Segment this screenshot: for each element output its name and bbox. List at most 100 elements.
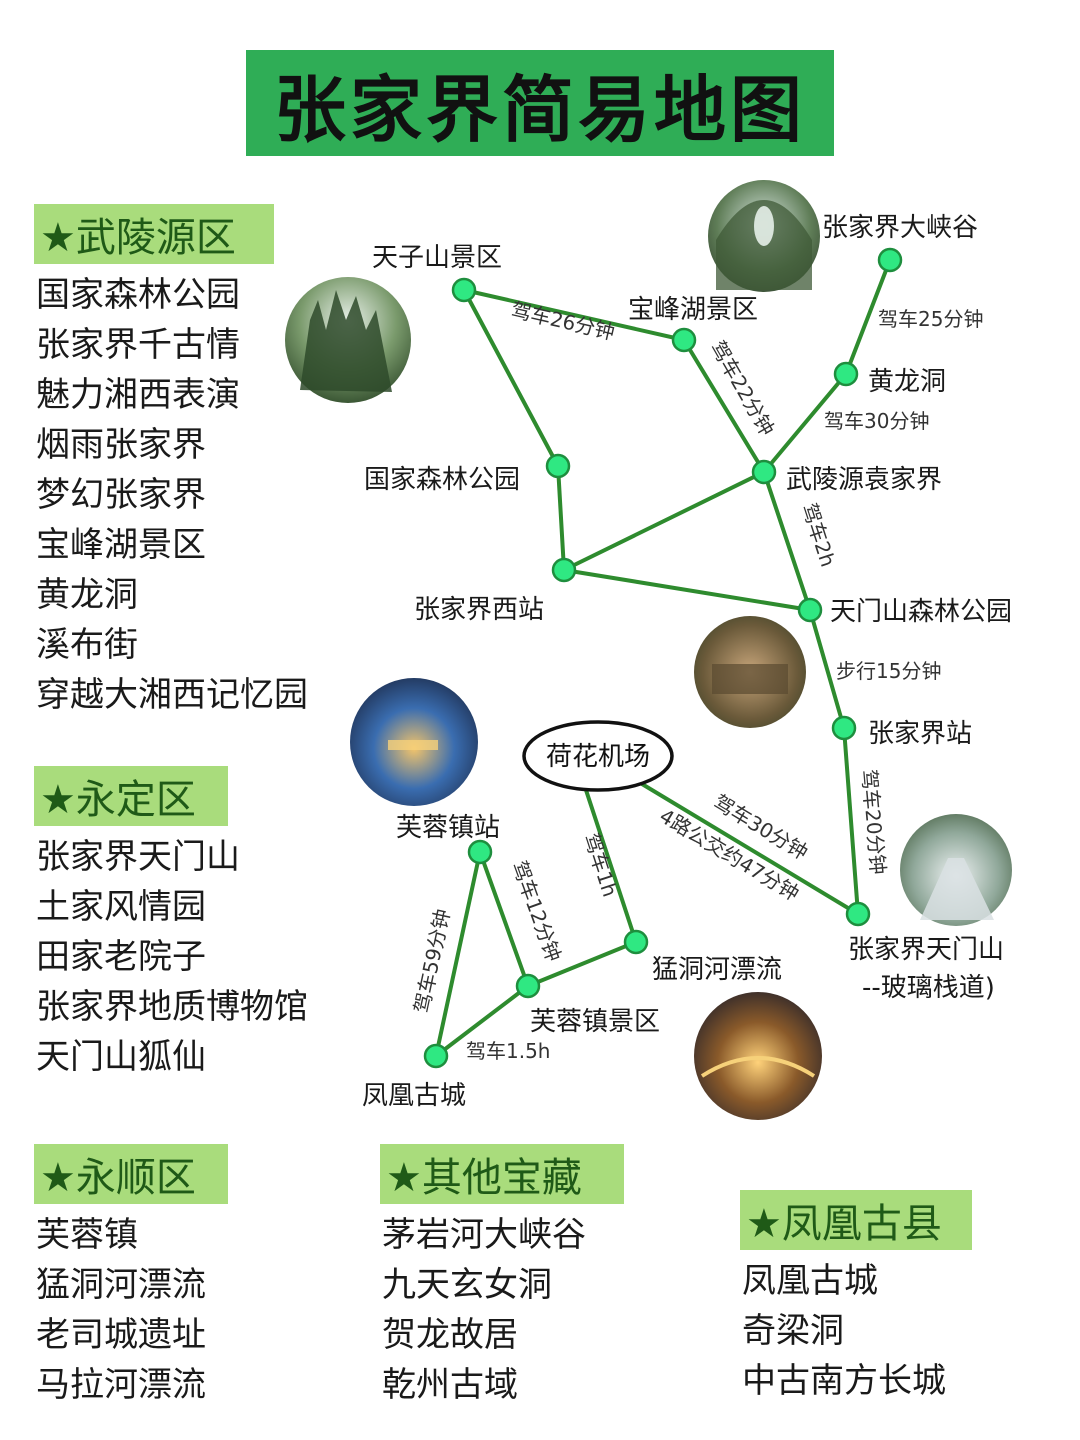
- route-line: [478, 850, 530, 988]
- node-baofenghu: [671, 327, 697, 353]
- route-label: 驾车1h: [579, 830, 622, 900]
- section-header-wulingyuan: ★武陵源区: [34, 204, 274, 264]
- page-title: 张家界简易地图: [246, 50, 834, 156]
- route-line: [808, 608, 846, 730]
- page-title-text: 张家界简易地图: [273, 67, 806, 152]
- route-label: 步行15分钟: [836, 659, 941, 683]
- route-line: [462, 288, 686, 342]
- node-daxiagu: [877, 247, 903, 273]
- node-tianmen-senlin: [797, 597, 823, 623]
- list-item: 溪布街: [36, 625, 138, 665]
- route-label: 驾车25分钟: [878, 307, 983, 331]
- route-lines: [434, 258, 892, 1058]
- list-item: 烟雨张家界: [36, 425, 206, 465]
- list-item: 张家界天门山: [36, 837, 240, 877]
- place-label: 芙蓉镇站: [396, 813, 500, 843]
- route-line: [762, 372, 848, 474]
- list-item: 张家界千古情: [36, 325, 240, 365]
- place-label: 张家界大峡谷: [822, 213, 978, 243]
- place-label: 天子山景区: [372, 243, 502, 273]
- section-title-yongding: ★永定区: [40, 777, 196, 823]
- list-item: 凤凰古城: [742, 1261, 878, 1301]
- place-label: 凤凰古城: [362, 1081, 466, 1111]
- node-fenghuang: [423, 1043, 449, 1069]
- list-item: 中古南方长城: [742, 1361, 946, 1401]
- place-label: 张家界天门山: [848, 935, 1004, 965]
- route-line: [434, 850, 482, 1058]
- section-title-other: ★其他宝藏: [386, 1155, 582, 1201]
- route-line: [640, 782, 860, 916]
- node-furong-zhan: [467, 839, 493, 865]
- list-yongding: 张家界天门山 土家风情园 田家老院子 张家界地质博物馆 天门山狐仙: [36, 832, 308, 1082]
- route-line: [762, 470, 812, 612]
- list-item: 马拉河漂流: [36, 1365, 206, 1405]
- node-huanglongdong: [833, 361, 859, 387]
- place-label: 武陵源袁家界: [786, 465, 942, 495]
- place-label: 芙蓉镇景区: [530, 1007, 660, 1037]
- list-yongshun: 芙蓉镇 猛洞河漂流 老司城遗址 马拉河漂流: [36, 1210, 206, 1410]
- list-item: 乾州古域: [382, 1365, 518, 1405]
- list-other: 茅岩河大峡谷 九天玄女洞 贺龙故居 乾州古域: [382, 1210, 586, 1410]
- route-label: 驾车26分钟: [509, 297, 617, 344]
- route-line: [562, 470, 766, 572]
- place-label: --玻璃栈道): [862, 973, 995, 1003]
- photo-night-town: [350, 678, 478, 806]
- photo-glass-walkway: [900, 814, 1012, 926]
- route-nodes: [423, 247, 903, 1069]
- airport-marker: 荷花机场: [522, 720, 674, 792]
- node-wulingyuan: [751, 459, 777, 485]
- place-label: 宝峰湖景区: [628, 295, 758, 325]
- list-item: 黄龙洞: [36, 575, 138, 615]
- route-line: [462, 288, 560, 468]
- list-item: 老司城遗址: [36, 1315, 206, 1355]
- section-header-fenghuang: ★凤凰古县: [740, 1190, 972, 1250]
- place-label: 张家界西站: [414, 595, 544, 625]
- list-item: 九天玄女洞: [382, 1265, 552, 1305]
- section-header-other: ★其他宝藏: [380, 1144, 624, 1204]
- list-item: 猛洞河漂流: [36, 1265, 206, 1305]
- section-title-fenghuang: ★凤凰古县: [746, 1201, 942, 1247]
- list-item: 梦幻张家界: [36, 475, 206, 515]
- node-mengdonghe: [623, 929, 649, 955]
- list-item: 奇梁洞: [742, 1311, 844, 1351]
- place-label: 猛洞河漂流: [652, 955, 782, 985]
- route-label: 驾车2h: [797, 500, 840, 570]
- node-senlin: [545, 453, 571, 479]
- list-item: 天门山狐仙: [36, 1037, 206, 1077]
- route-line: [582, 782, 638, 944]
- place-labels: 天子山景区 宝峰湖景区 张家界大峡谷 黄龙洞 国家森林公园 武陵源袁家界 张家界…: [362, 213, 1012, 1111]
- list-item: 张家界地质博物馆: [36, 987, 308, 1027]
- node-tianzishan: [451, 277, 477, 303]
- list-item: 宝峰湖景区: [36, 525, 206, 565]
- airport-label: 荷花机场: [546, 742, 650, 772]
- route-line: [526, 940, 638, 988]
- place-label: 天门山森林公园: [830, 597, 1012, 627]
- route-line: [682, 338, 766, 474]
- route-label: 驾车22分钟: [706, 337, 780, 440]
- route-line: [842, 726, 860, 916]
- photo-phoenix-night: [694, 992, 822, 1120]
- place-label: 国家森林公园: [364, 465, 520, 495]
- section-title-wulingyuan: ★武陵源区: [40, 215, 236, 261]
- route-line: [562, 568, 812, 612]
- node-xizhan: [551, 557, 577, 583]
- list-item: 魅力湘西表演: [36, 375, 240, 415]
- section-header-yongshun: ★永顺区: [34, 1144, 228, 1204]
- route-label: 驾车1.5h: [466, 1039, 550, 1063]
- list-wulingyuan: 国家森林公园 张家界千古情 魅力湘西表演 烟雨张家界 梦幻张家界 宝峰湖景区 黄…: [36, 270, 308, 720]
- list-item: 国家森林公园: [36, 275, 240, 315]
- node-furong-jq: [515, 973, 541, 999]
- section-header-yongding: ★永定区: [34, 766, 228, 826]
- list-item: 土家风情园: [36, 887, 206, 927]
- route-label: 驾车30分钟: [824, 409, 929, 433]
- node-tianmen-glass: [845, 901, 871, 927]
- section-title-yongshun: ★永顺区: [40, 1155, 196, 1201]
- node-zjj-zhan: [831, 715, 857, 741]
- list-item: 贺龙故居: [382, 1315, 518, 1355]
- photo-old-village: [694, 616, 806, 728]
- route-label: 驾车20分钟: [857, 768, 890, 875]
- list-item: 田家老院子: [36, 937, 206, 977]
- photo-mountain-peaks: [285, 277, 411, 403]
- place-label: 张家界站: [868, 719, 972, 749]
